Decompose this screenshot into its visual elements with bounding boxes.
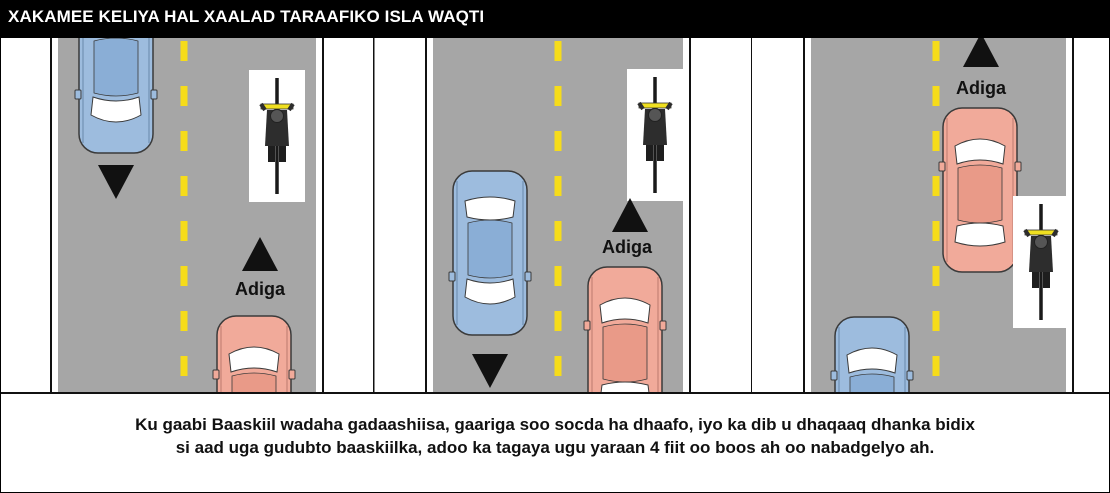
caption-line-1: Ku gaabi Baaskiil wadaha gadaashiisa, ga… [135, 415, 975, 434]
cyclist [247, 68, 307, 204]
you-label: Adiga [956, 78, 1007, 98]
panel-1: Adiga [50, 38, 324, 393]
down-arrow [98, 165, 134, 199]
up-arrow [963, 38, 999, 67]
panel-3: Adiga [751, 38, 1074, 393]
you-label: Adiga [602, 237, 653, 257]
up-arrow [242, 237, 278, 271]
cyclist [1011, 194, 1071, 330]
up-arrow [612, 198, 648, 232]
panel-2: Adiga [373, 38, 691, 393]
car-pink [938, 107, 1022, 273]
down-arrow [472, 354, 508, 388]
title-bar: XAKAMEE KELIYA HAL XAALAD TARAAFIKO ISLA… [1, 1, 1109, 38]
car-blue [448, 170, 532, 336]
caption: Ku gaabi Baaskiil wadaha gadaashiisa, ga… [1, 413, 1109, 459]
car-pink [583, 266, 667, 393]
cyclist [625, 67, 685, 203]
caption-line-2: si aad uga gudubto baaskiilka, adoo ka t… [175, 438, 935, 457]
diagram-title: XAKAMEE KELIYA HAL XAALAD TARAAFIKO ISLA… [8, 7, 485, 26]
you-label: Adiga [235, 279, 286, 299]
